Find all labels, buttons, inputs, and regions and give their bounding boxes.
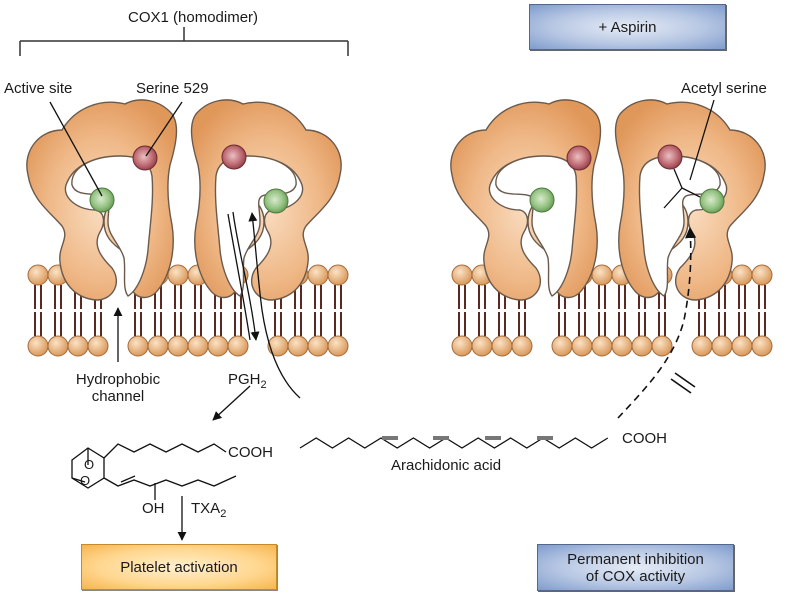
lipid-lower	[167, 311, 189, 357]
lipid-lower	[451, 311, 473, 357]
lipid-lower	[87, 311, 109, 357]
lipid-lower	[287, 311, 309, 357]
hydrophobic-channel-line2: channel	[91, 388, 145, 405]
blocked-symbol	[670, 372, 696, 394]
lipid-lower	[751, 311, 773, 357]
active-site-right	[263, 188, 289, 214]
lipid-lower	[711, 311, 733, 357]
lipid-lower	[187, 311, 209, 357]
lipid-upper	[731, 264, 753, 310]
serine-529-left	[132, 145, 158, 171]
txa2-ring-oxygen-bottom: O	[80, 473, 91, 488]
lipid-lower	[611, 311, 633, 357]
lipid-upper	[307, 264, 329, 310]
double-bond	[433, 436, 449, 440]
lipid-lower	[471, 311, 493, 357]
txa2-label: TXA2	[191, 500, 227, 520]
arachidonic-acid-label: Arachidonic acid	[391, 457, 502, 474]
lipid-upper	[27, 264, 49, 310]
aspirin-box: + Aspirin	[529, 4, 726, 50]
hydrophobic-channel-label: Hydrophobic channel	[66, 371, 170, 405]
lipid-upper	[451, 264, 473, 310]
acetyl-serine-pointer	[689, 99, 715, 181]
cox-inhibition-line2: of COX activity	[585, 567, 686, 585]
double-bond	[382, 436, 398, 440]
lipid-lower	[571, 311, 593, 357]
cox1-dimer-untreated	[26, 99, 342, 399]
txa2-sub: 2	[220, 508, 227, 520]
double-bond	[485, 436, 501, 440]
lipid-lower	[27, 311, 49, 357]
lipid-lower	[67, 311, 89, 357]
lipid-lower	[227, 311, 249, 357]
lipid-lower	[631, 311, 653, 357]
txa2-main: TXA	[191, 500, 221, 517]
lipid-upper	[327, 264, 349, 310]
arachidonic-acid-entry-arrow	[248, 212, 301, 399]
cox-inhibition-box: Permanent inhibition of COX activity	[537, 544, 734, 591]
cox1-dimer-aspirin	[450, 99, 766, 419]
lipid-lower	[511, 311, 533, 357]
acetyl-serine-529	[657, 144, 683, 170]
lipid-lower	[47, 311, 69, 357]
lipid-lower	[651, 311, 673, 357]
lipid-lower	[731, 311, 753, 357]
cox1-homodimer-label: COX1 (homodimer)	[128, 9, 259, 26]
lipid-lower	[127, 311, 149, 357]
txa2-ring-oxygen-top: O	[84, 457, 95, 472]
serine-529-right	[221, 144, 247, 170]
lipid-lower	[691, 311, 713, 357]
lipid-lower	[327, 311, 349, 357]
lipid-upper	[751, 264, 773, 310]
lipid-lower	[491, 311, 513, 357]
active-site-pointer	[49, 101, 103, 197]
platelet-activation-box: Platelet activation	[81, 544, 277, 590]
homodimer-bracket	[19, 27, 349, 56]
lipid-lower	[591, 311, 613, 357]
pgh2-sub: 2	[260, 379, 267, 391]
pgh2-to-txa2-arrow	[212, 385, 251, 421]
pgh2-exit-arrow	[232, 211, 260, 341]
lipid-lower	[147, 311, 169, 357]
active-site-aspirin-left	[529, 187, 555, 213]
txa2-cooh-label: COOH	[228, 444, 273, 461]
hydrophobic-channel-line1: Hydrophobic	[75, 371, 161, 388]
serine-529-aspirin-left	[566, 145, 592, 171]
acetyl-serine-label: Acetyl serine	[681, 80, 767, 97]
blocked-substrate-arrow	[617, 226, 697, 419]
active-site-aspirin-right	[699, 188, 725, 214]
serine-529-label: Serine 529	[136, 80, 209, 97]
active-site-left	[89, 187, 115, 213]
lipid-upper	[167, 264, 189, 310]
lipid-lower	[207, 311, 229, 357]
cox-inhibition-line1: Permanent inhibition	[567, 550, 704, 568]
active-site-label: Active site	[4, 80, 73, 97]
double-bond	[537, 436, 553, 440]
serine-pointer	[145, 101, 183, 157]
arachidonic-acid-cooh-label: COOH	[622, 430, 667, 447]
pgh2-label: PGH2	[228, 371, 267, 391]
txa2-structure	[71, 443, 237, 500]
pgh2-main: PGH	[228, 371, 261, 388]
acetyl-group	[663, 168, 701, 209]
txa2-oh-label: OH	[142, 500, 165, 517]
lipid-upper	[591, 264, 613, 310]
lipid-lower	[551, 311, 573, 357]
arachidonic-acid-chain	[299, 436, 609, 449]
lipid-lower	[307, 311, 329, 357]
